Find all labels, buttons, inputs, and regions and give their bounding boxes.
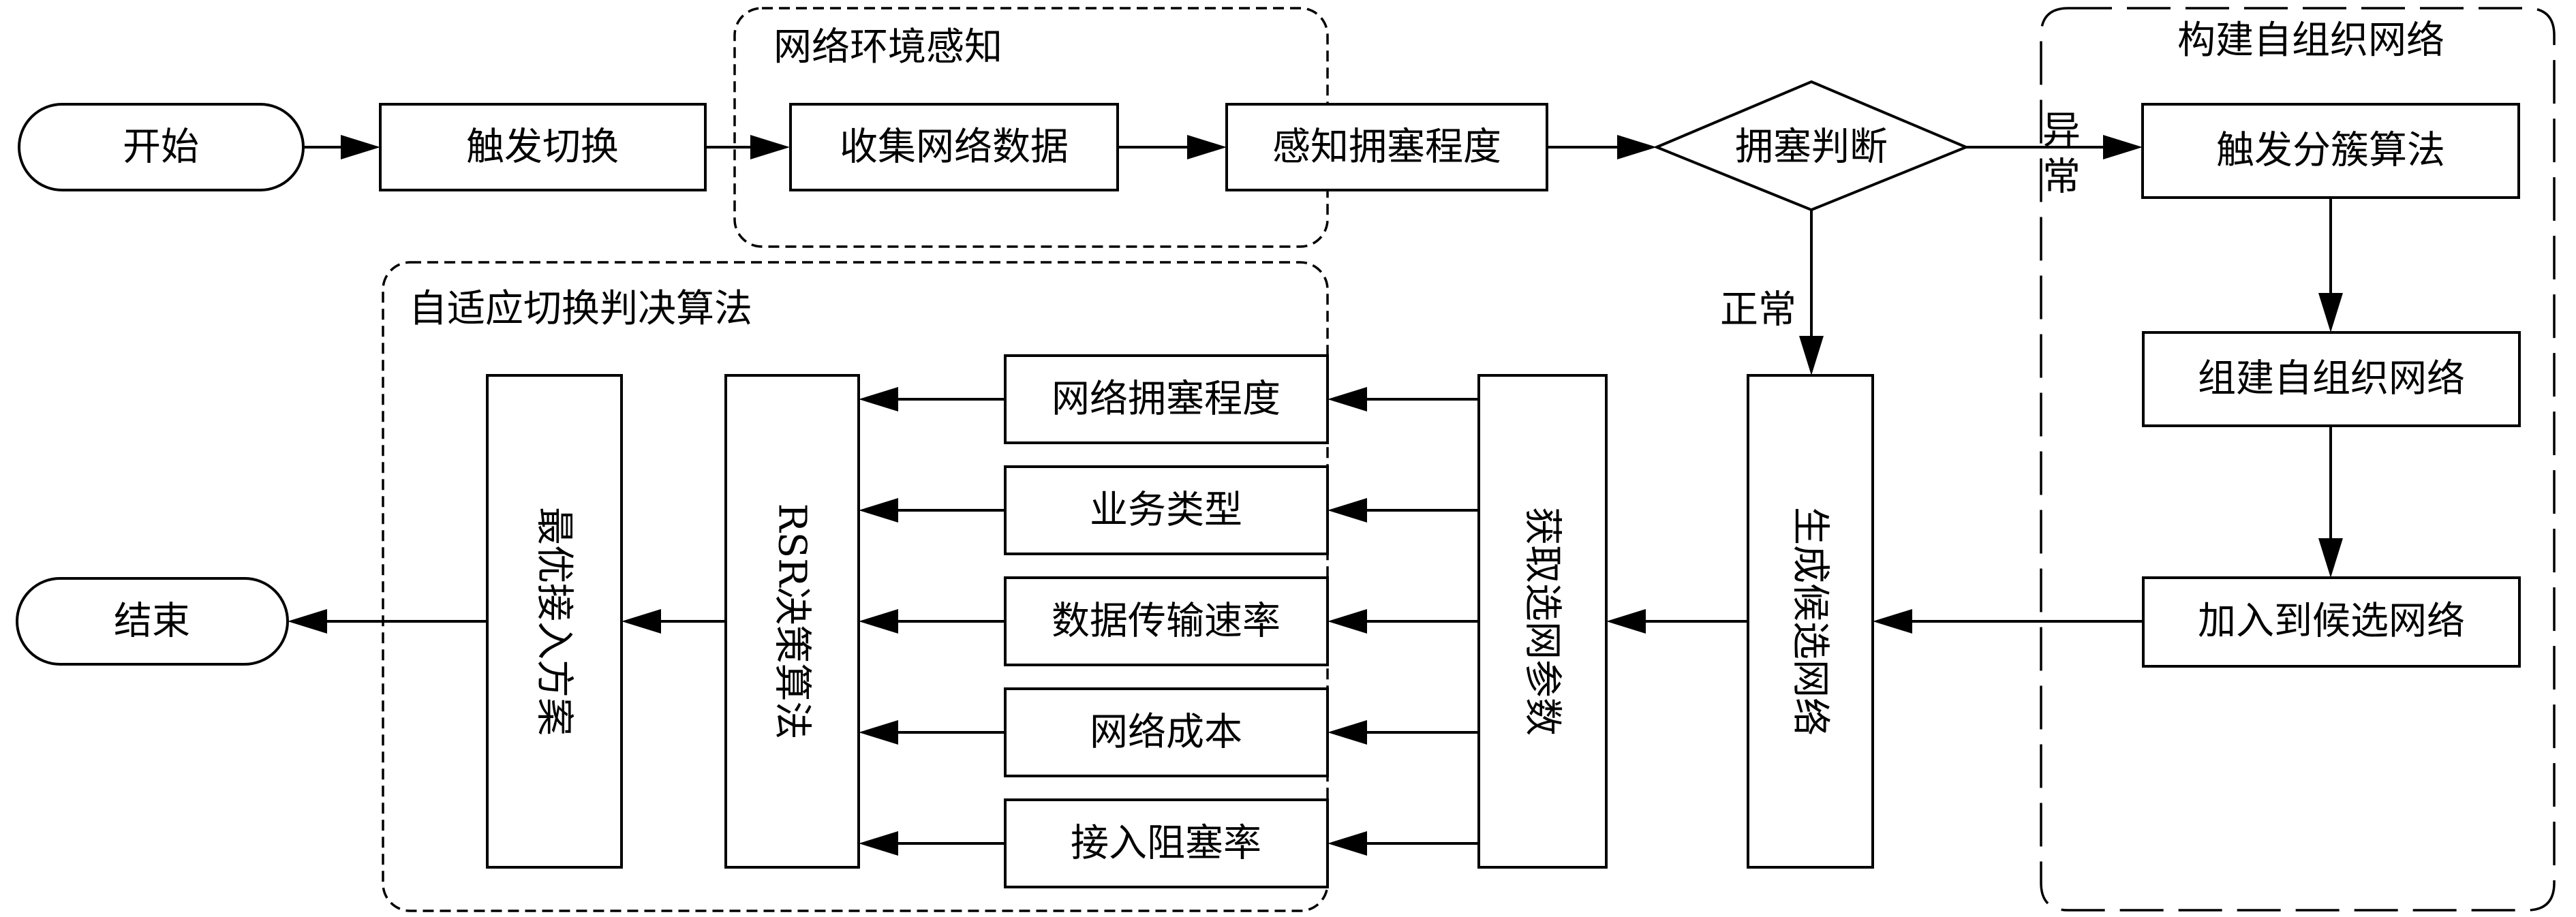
sense-congestion-box — [1225, 103, 1548, 191]
arrow-rsr-best — [622, 609, 661, 634]
congestion-judge-diamond — [1653, 80, 1970, 212]
region-adaptive-title: 自适应切换判决算法 — [409, 287, 752, 331]
build-selforg-label: 组建自组织网络 — [2198, 357, 2465, 401]
arrow-collect-sense — [1187, 135, 1227, 159]
join-candidate-box — [2142, 576, 2521, 668]
param-blocking-label: 接入阻塞率 — [1071, 822, 1261, 866]
arrow-gen-params — [1606, 609, 1646, 634]
best-access-label: 最优接入方案 — [532, 507, 577, 736]
trigger-clustering-label: 触发分簇算法 — [2216, 129, 2445, 173]
arrow-trigger-collect — [750, 135, 790, 159]
end-node-label: 结束 — [114, 600, 190, 644]
end-node — [16, 577, 289, 666]
region-perception-title: 网络环境感知 — [773, 25, 1002, 69]
best-access-box — [486, 374, 623, 869]
sense-congestion-label: 感知拥塞程度 — [1272, 125, 1501, 170]
param-rate-label: 数据传输速率 — [1052, 600, 1281, 644]
gen-candidate-label: 生成候选网络 — [1788, 507, 1833, 736]
start-node — [18, 103, 305, 191]
arrow-service-rsr — [859, 498, 898, 523]
congestion-judge-label: 拥塞判断 — [1735, 125, 1888, 170]
collect-data-label: 收集网络数据 — [840, 125, 1069, 170]
param-congestion-box — [1004, 354, 1329, 444]
param-service-box — [1004, 465, 1329, 555]
arrow-blocking-rsr — [859, 831, 898, 856]
trigger-handover-label: 触发切换 — [466, 125, 619, 170]
start-node-label: 开始 — [123, 125, 199, 170]
edge-label-normal: 正常 — [1720, 288, 1796, 332]
param-rate-box — [1004, 576, 1329, 666]
arrow-sense-judge — [1617, 135, 1657, 159]
rsr-box — [724, 374, 860, 869]
edge-label-abnormal-1: 异 — [2042, 109, 2081, 153]
arrow-congestion-rsr — [859, 387, 898, 411]
collect-data-box — [789, 103, 1119, 191]
join-candidate-label: 加入到候选网络 — [2198, 600, 2465, 644]
arrow-params-blocking — [1328, 831, 1367, 856]
param-blocking-box — [1004, 798, 1329, 888]
arrow-judge-gen — [1799, 336, 1824, 375]
arrow-build-join — [2318, 538, 2343, 578]
arrow-params-service — [1328, 498, 1367, 523]
arrow-judge-clustering — [2103, 135, 2143, 159]
rsr-label: RSR决策算法 — [770, 503, 814, 740]
build-selforg-box — [2142, 331, 2521, 427]
arrow-params-congestion — [1328, 387, 1367, 411]
param-cost-box — [1004, 687, 1329, 777]
gen-candidate-box — [1747, 374, 1874, 869]
arrow-rate-rsr — [859, 609, 898, 634]
region-selforg-title: 构建自组织网络 — [2177, 18, 2444, 63]
get-params-label: 获取选网参数 — [1520, 507, 1565, 736]
arrow-clustering-build — [2318, 293, 2343, 332]
edge-label-abnormal-2: 常 — [2042, 155, 2081, 200]
param-service-label: 业务类型 — [1090, 488, 1242, 533]
trigger-clustering-box — [2141, 103, 2520, 199]
arrow-join-gen — [1873, 609, 1912, 634]
param-cost-label: 网络成本 — [1090, 711, 1242, 755]
arrow-cost-rsr — [859, 720, 898, 745]
arrow-params-cost — [1328, 720, 1367, 745]
arrow-best-end — [288, 609, 327, 634]
trigger-handover-box — [379, 103, 707, 191]
region-selforg — [2040, 7, 2556, 912]
param-congestion-label: 网络拥塞程度 — [1052, 377, 1281, 422]
arrow-params-rate — [1328, 609, 1367, 634]
arrow-start-trigger — [341, 135, 380, 159]
get-params-box — [1477, 374, 1608, 869]
